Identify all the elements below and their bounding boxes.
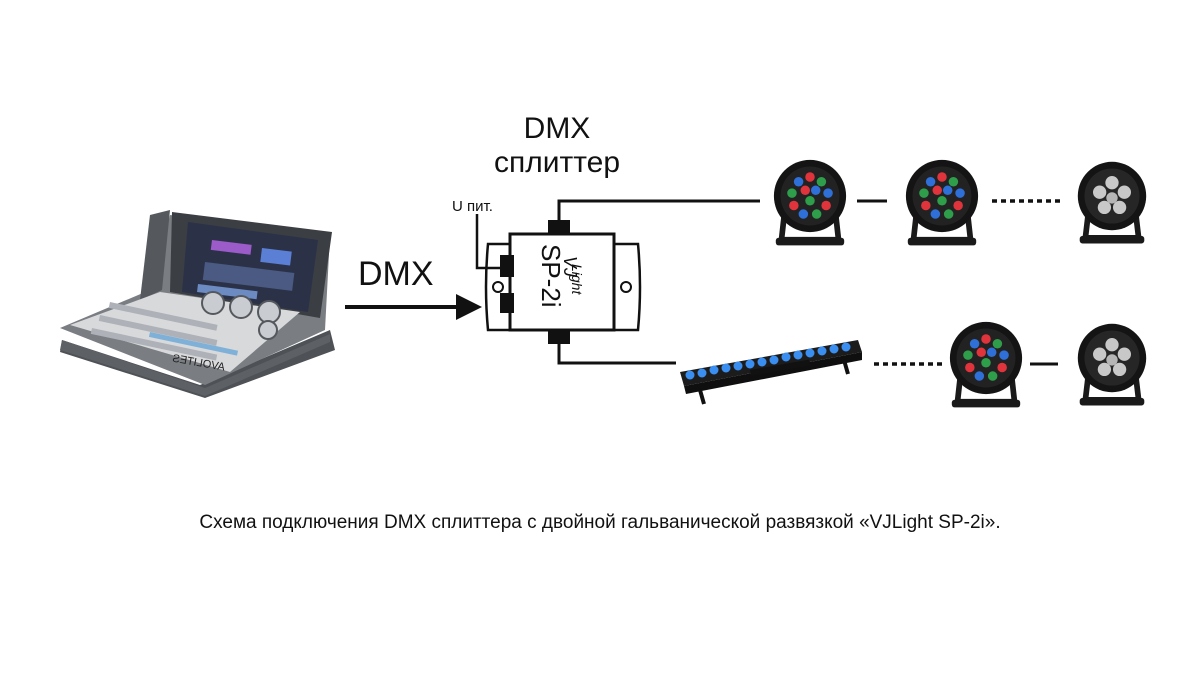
dmx-input-arrow: [345, 294, 482, 320]
splitter-heading-line1: DMX: [523, 112, 591, 145]
led-bar-fixture: [680, 340, 862, 405]
output-line-1: [557, 199, 760, 220]
dmx-input-label: DMX: [358, 255, 434, 293]
diagram-caption: Схема подключения DMX сплиттера с двойно…: [199, 512, 1001, 533]
brand-model: SP-2i: [536, 244, 566, 308]
output-line-2: [557, 344, 676, 365]
white-par-fixture-2: [1078, 324, 1146, 406]
brand-vj: VJ: [560, 256, 580, 278]
power-supply-label: U пит.: [452, 198, 493, 215]
splitter-heading: DMX сплиттер: [0, 112, 1114, 180]
splitter-heading-line2: сплиттер: [493, 146, 621, 179]
splitter-box: [484, 220, 642, 344]
rgb-par-fixture-3: [950, 322, 1022, 408]
brand-light: Light: [569, 264, 585, 295]
splitter-brand-text: VJ Light SP-2i: [536, 244, 585, 308]
lighting-console: [60, 210, 335, 398]
power-lead: [475, 214, 500, 270]
